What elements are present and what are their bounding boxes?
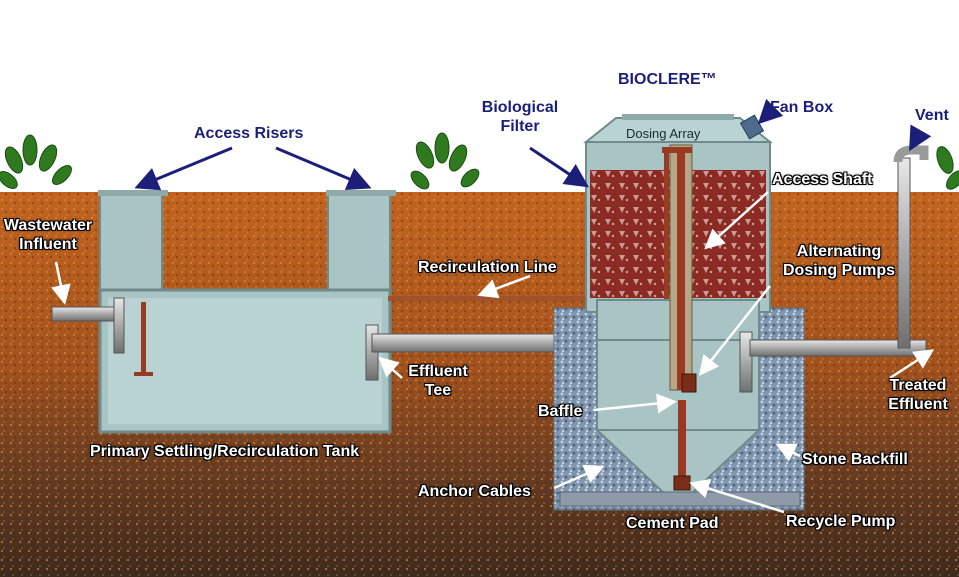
label-alternating-line1: Alternating	[796, 243, 882, 260]
label-baffle: Baffle	[538, 403, 583, 420]
label-access-shaft: Access Shaft	[772, 171, 873, 188]
label-wastewater-line1: Wastewater	[3, 217, 93, 234]
dosing-pumps	[681, 373, 697, 393]
label-access-risers: Access Risers	[194, 125, 304, 142]
label-alternating-dosing-pumps: Alternating Dosing Pumps	[774, 242, 904, 280]
plant-left	[0, 134, 72, 189]
label-effluent-tee: Effluent Tee	[398, 362, 478, 400]
label-cement-pad: Cement Pad	[626, 515, 719, 532]
label-biological-filter-line1: Biological	[481, 99, 559, 116]
white-arrows	[51, 191, 935, 514]
primary-baffle-rod	[134, 302, 153, 376]
plant-right	[936, 146, 959, 190]
label-treated-line1: Treated	[889, 377, 947, 394]
blue-arrows	[134, 98, 932, 191]
label-effluent-tee-line2: Tee	[424, 382, 452, 399]
access-shaft	[662, 144, 693, 391]
label-effluent-tee-line1: Effluent	[408, 363, 468, 380]
treated-effluent-pipe	[739, 331, 927, 393]
label-primary-tank: Primary Settling/Recirculation Tank	[90, 443, 360, 460]
label-treated-effluent: Treated Effluent	[878, 376, 958, 414]
label-dosing-array: Dosing Array	[626, 126, 701, 141]
primary-tank	[98, 190, 396, 434]
title-bioclere: BIOCLERE™	[618, 71, 717, 88]
inlet-pipe	[51, 297, 125, 354]
label-vent: Vent	[915, 107, 949, 124]
recirculation-line-pipe	[388, 296, 664, 301]
label-treated-line2: Effluent	[888, 396, 948, 413]
label-fan-box: Fan Box	[770, 99, 834, 116]
label-biological-filter: Biological Filter	[470, 98, 570, 136]
label-recycle-pump: Recycle Pump	[786, 513, 896, 530]
label-wastewater-influent: Wastewater Influent	[0, 216, 96, 254]
label-stone-backfill: Stone Backfill	[802, 451, 908, 468]
label-alternating-line2: Dosing Pumps	[782, 262, 895, 279]
label-anchor-cables: Anchor Cables	[418, 483, 531, 500]
label-recirculation-line: Recirculation Line	[418, 259, 557, 276]
plant-middle	[410, 132, 480, 190]
label-wastewater-line2: Influent	[19, 236, 77, 253]
label-biological-filter-line2: Filter	[500, 118, 540, 135]
